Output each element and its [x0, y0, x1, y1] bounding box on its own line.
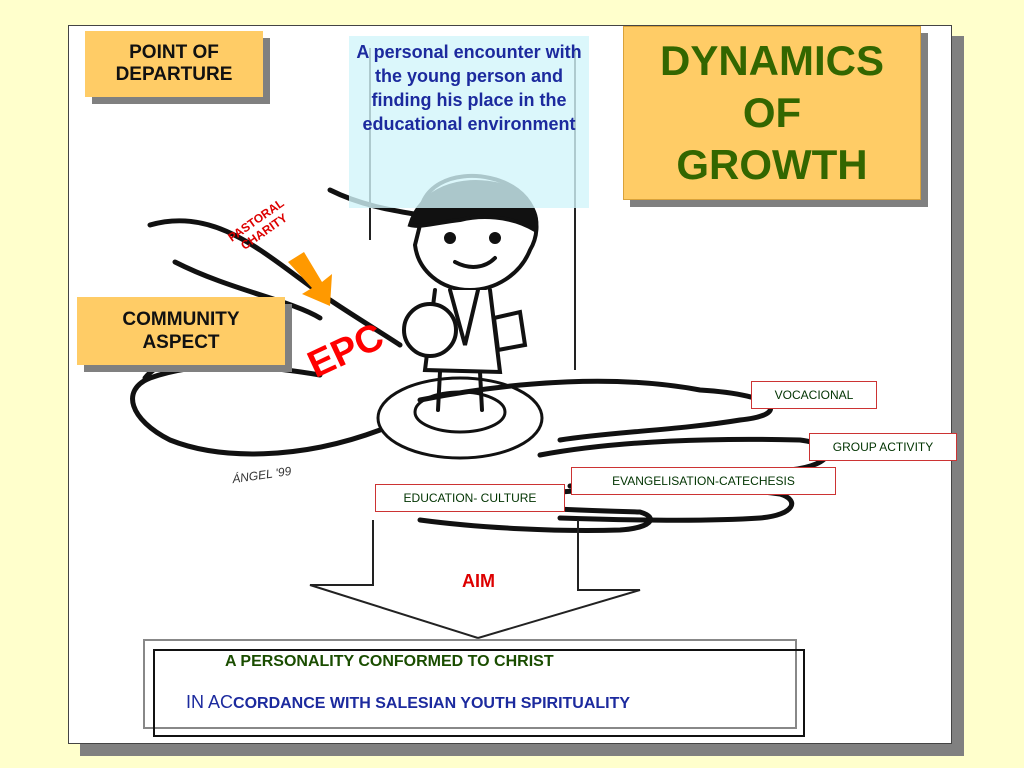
aim-line-2: IN ACCORDANCE WITH SALESIAN YOUTH SPIRIT… [186, 692, 630, 713]
aim-box-inner [153, 649, 805, 737]
arrow-left-edge [309, 520, 479, 639]
aim-line-2-prefix: IN AC [186, 692, 234, 712]
aim-line-1: A PERSONALITY CONFORMED TO CHRIST [225, 653, 554, 670]
group-activity-label: GROUP ACTIVITY [809, 433, 957, 461]
education-culture-label: EDUCATION- CULTURE [375, 484, 565, 512]
aim-box-outer [143, 639, 797, 729]
aim-line-2-rest: CORDANCE WITH SALESIAN YOUTH SPIRITUALIT… [233, 695, 631, 712]
orange-arrow-icon [288, 252, 332, 306]
encounter-box: A personal encounter with the young pers… [349, 36, 589, 208]
community-aspect-line-1: COMMUNITY [122, 309, 240, 330]
title-line-2: OF [742, 89, 802, 136]
aim-label: AIM [462, 571, 495, 591]
child-figure [402, 173, 539, 412]
point-of-departure-line-1: POINT OF [129, 42, 219, 63]
community-aspect-box: COMMUNITY ASPECT [77, 297, 285, 365]
point-of-departure-box: POINT OF DEPARTURE [85, 31, 263, 97]
point-of-departure-line-2: DEPARTURE [115, 64, 233, 85]
community-aspect-line-2: ASPECT [142, 332, 220, 353]
palm-outline [172, 259, 323, 321]
platform-ring-inner [413, 390, 507, 434]
encounter-text: A personal encounter with the young pers… [356, 42, 582, 134]
platform-ring-outer [376, 376, 544, 460]
arrow-right-edge [477, 520, 641, 639]
title-line-3: GROWTH [676, 141, 868, 188]
palm-bottom-outline [130, 363, 383, 457]
title-box: DYNAMICS OF GROWTH [623, 26, 921, 200]
title-line-1: DYNAMICS [659, 37, 884, 84]
evangelisation-label: EVANGELISATION-CATECHESIS [571, 467, 836, 495]
vocacional-label: VOCACIONAL [751, 381, 877, 409]
